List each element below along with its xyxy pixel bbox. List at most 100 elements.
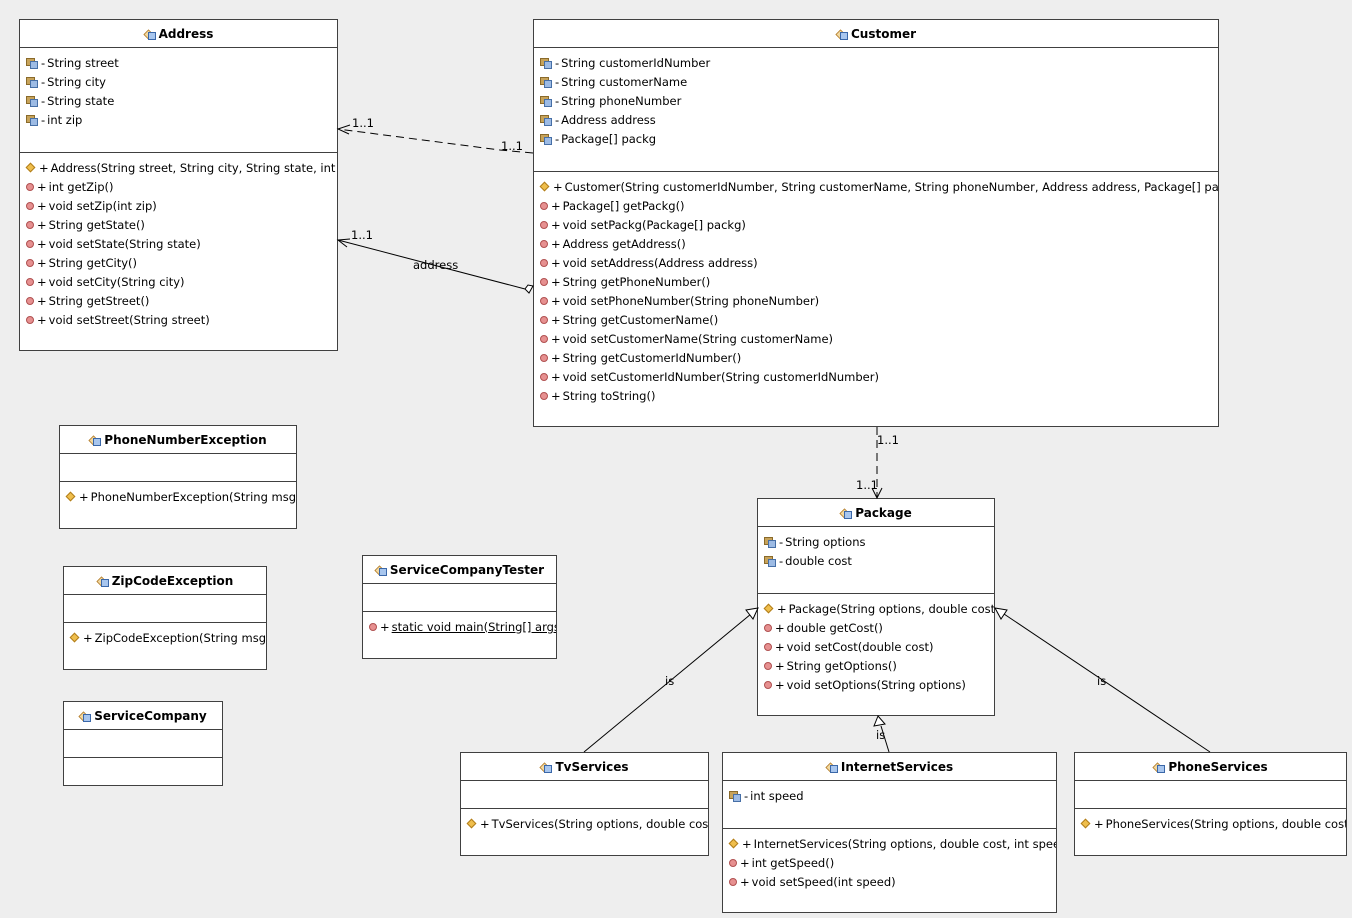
- class-service-company[interactable]: ServiceCompany: [63, 701, 223, 786]
- attribute-row[interactable]: -int speed: [723, 786, 1056, 805]
- attribute-text: double cost: [785, 553, 852, 568]
- attribute-row[interactable]: -Address address: [534, 110, 1218, 129]
- operation-row[interactable]: +String getCustomerName(): [534, 310, 1218, 329]
- operation-row[interactable]: +void setCustomerName(String customerNam…: [534, 329, 1218, 348]
- operation-row[interactable]: +void setAddress(Address address): [534, 253, 1218, 272]
- visibility-marker: +: [775, 620, 785, 635]
- constructor-row[interactable]: +InternetServices(String options, double…: [723, 834, 1056, 853]
- operation-text: void setCustomerIdNumber(String customer…: [562, 369, 879, 384]
- operation-row[interactable]: +void setPackg(Package[] packg): [534, 215, 1218, 234]
- dependency-customer-address[interactable]: [336, 124, 534, 154]
- constructor-row[interactable]: +PhoneNumberException(String msg): [60, 487, 296, 506]
- constructor-row[interactable]: +Address(String street, String city, Str…: [20, 158, 337, 177]
- generalization-tv-package[interactable]: [583, 607, 759, 753]
- operation-row[interactable]: +void setSpeed(int speed): [723, 872, 1056, 891]
- class-service-company-tester[interactable]: ServiceCompanyTester+static void main(St…: [362, 555, 557, 659]
- constructor-row[interactable]: +PhoneServices(String options, double co…: [1075, 814, 1346, 833]
- operation-row[interactable]: +double getCost(): [758, 618, 994, 637]
- method-icon: [540, 296, 548, 305]
- attribute-row[interactable]: -String city: [20, 72, 337, 91]
- visibility-marker: +: [551, 198, 561, 213]
- method-icon: [369, 622, 377, 631]
- operation-text: void setStreet(String street): [48, 312, 210, 327]
- operation-text: Address getAddress(): [562, 236, 686, 251]
- operation-row[interactable]: +void setCity(String city): [20, 272, 337, 291]
- operation-text: double getCost(): [786, 620, 883, 635]
- class-zip-code-exception[interactable]: ZipCodeException+ZipCodeException(String…: [63, 566, 267, 670]
- constructor-row[interactable]: +Package(String options, double cost): [758, 599, 994, 618]
- generalization-internet-package[interactable]: [873, 715, 890, 753]
- operation-text: void setState(String state): [48, 236, 201, 251]
- operation-text: InternetServices(String options, double …: [753, 836, 1057, 851]
- operation-text: void setSpeed(int speed): [751, 874, 896, 889]
- inheritance-arrow-icon: [994, 607, 1008, 620]
- operation-row[interactable]: +String getCustomerIdNumber(): [534, 348, 1218, 367]
- attribute-text: String phoneNumber: [561, 93, 682, 108]
- operation-row[interactable]: +void setCost(double cost): [758, 637, 994, 656]
- method-icon: [764, 642, 772, 651]
- constructor-row[interactable]: +ZipCodeException(String msg): [64, 628, 266, 647]
- operation-row[interactable]: +void setZip(int zip): [20, 196, 337, 215]
- operation-row[interactable]: +void setState(String state): [20, 234, 337, 253]
- operation-text: String getStreet(): [48, 293, 150, 308]
- operation-row[interactable]: +String getCity(): [20, 253, 337, 272]
- class-tv-services[interactable]: TvServices+TvServices(String options, do…: [460, 752, 709, 856]
- visibility-marker: -: [555, 55, 560, 70]
- class-phone-services[interactable]: PhoneServices +PhoneServices(String optio…: [1074, 752, 1347, 856]
- class-name: InternetServices: [840, 759, 954, 774]
- constructor-row[interactable]: +TvServices(String options, double cost): [461, 814, 708, 833]
- operation-row[interactable]: +Address getAddress(): [534, 234, 1218, 253]
- visibility-marker: -: [779, 534, 784, 549]
- class-icon: [144, 29, 156, 40]
- method-icon: [729, 858, 737, 867]
- operation-row[interactable]: +String getState(): [20, 215, 337, 234]
- operation-text: int getZip(): [48, 179, 114, 194]
- visibility-marker: +: [79, 489, 89, 504]
- attribute-row[interactable]: -Package[] packg: [534, 129, 1218, 148]
- visibility-marker: +: [1094, 816, 1104, 831]
- attribute-row[interactable]: -String phoneNumber: [534, 91, 1218, 110]
- operation-row[interactable]: +String toString(): [534, 386, 1218, 405]
- operation-row[interactable]: +String getStreet(): [20, 291, 337, 310]
- class-header: PhoneServices: [1075, 753, 1346, 781]
- aggregation-customer-address[interactable]: [336, 238, 534, 294]
- class-address[interactable]: Address-String street-String city-String…: [19, 19, 338, 351]
- operation-row[interactable]: +int getZip(): [20, 177, 337, 196]
- attribute-row[interactable]: -String options: [758, 532, 994, 551]
- method-icon: [540, 372, 548, 381]
- attribute-row[interactable]: -String street: [20, 53, 337, 72]
- class-header: Package: [758, 499, 994, 527]
- operation-row[interactable]: +void setStreet(String street): [20, 310, 337, 329]
- operations-section: +Package(String options, double cost)+do…: [758, 594, 994, 694]
- attribute-row[interactable]: -String customerName: [534, 72, 1218, 91]
- class-internet-services[interactable]: InternetServices -int speed +InternetServi…: [722, 752, 1057, 913]
- operation-text: ZipCodeException(String msg): [94, 630, 267, 645]
- operation-text: String getPhoneNumber(): [562, 274, 711, 289]
- visibility-marker: +: [775, 639, 785, 654]
- operation-row[interactable]: +void setCustomerIdNumber(String custome…: [534, 367, 1218, 386]
- attributes-section: [64, 730, 222, 758]
- dependency-customer-package[interactable]: [871, 427, 883, 500]
- operation-row[interactable]: +void setOptions(String options): [758, 675, 994, 694]
- operation-row[interactable]: +int getSpeed(): [723, 853, 1056, 872]
- operation-row[interactable]: +static void main(String[] args): [363, 617, 556, 636]
- visibility-marker: +: [39, 160, 49, 175]
- constructor-row[interactable]: +Customer(String customerIdNumber, Strin…: [534, 177, 1218, 196]
- class-icon: [540, 762, 553, 773]
- method-icon: [26, 182, 34, 191]
- class-phone-number-exception[interactable]: PhoneNumberException+PhoneNumberExceptio…: [59, 425, 297, 529]
- attribute-row[interactable]: -int zip: [20, 110, 337, 129]
- operation-row[interactable]: +String getPhoneNumber(): [534, 272, 1218, 291]
- generalization-phone-package[interactable]: [994, 607, 1211, 753]
- attribute-row[interactable]: -String state: [20, 91, 337, 110]
- operation-row[interactable]: +String getOptions(): [758, 656, 994, 675]
- class-customer[interactable]: Customer-String customerIdNumber-String …: [533, 19, 1219, 427]
- class-package[interactable]: Package -String options-double cost +Packa…: [757, 498, 995, 716]
- operation-row[interactable]: +void setPhoneNumber(String phoneNumber): [534, 291, 1218, 310]
- multiplicity-label: 1..1: [856, 478, 878, 492]
- operation-row[interactable]: +Package[] getPackg(): [534, 196, 1218, 215]
- visibility-marker: +: [553, 179, 563, 194]
- visibility-marker: +: [37, 255, 47, 270]
- attribute-row[interactable]: -double cost: [758, 551, 994, 570]
- attribute-row[interactable]: -String customerIdNumber: [534, 53, 1218, 72]
